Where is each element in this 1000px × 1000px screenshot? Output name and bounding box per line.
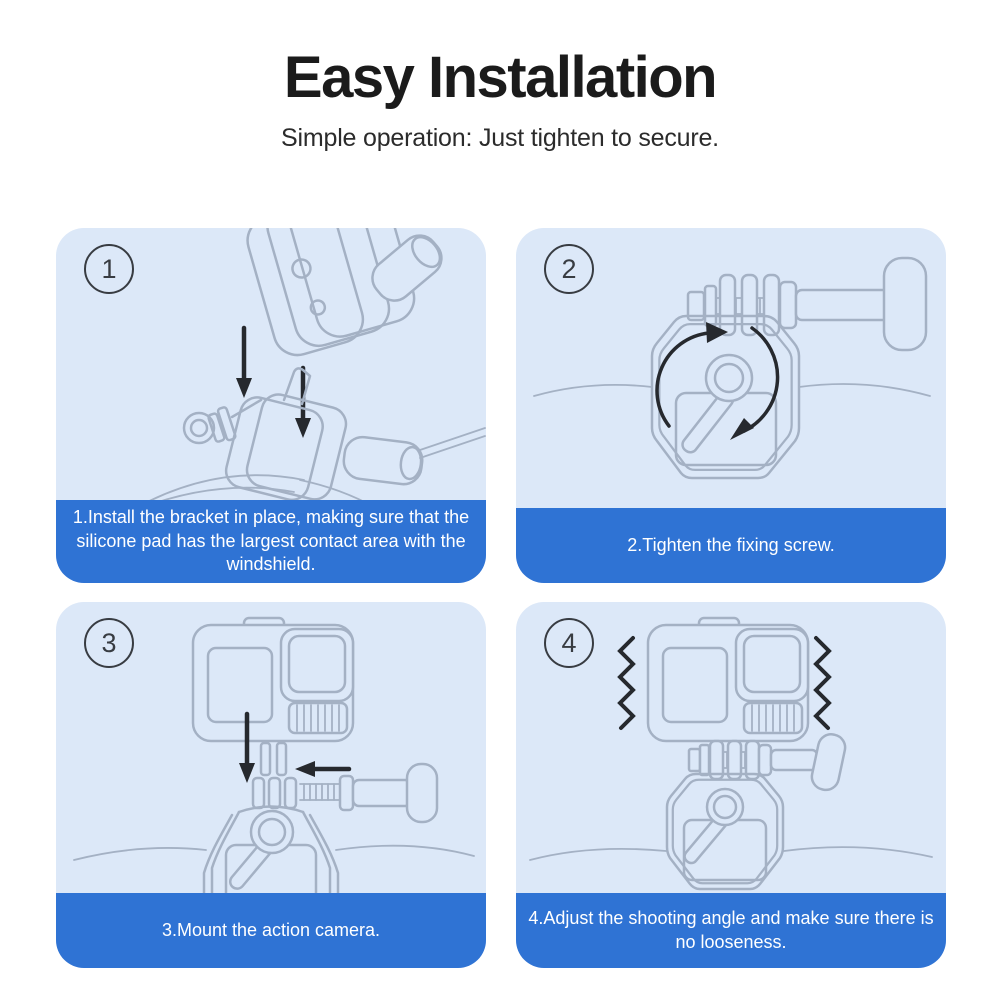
tighten-screw-illustration: [516, 228, 946, 508]
upper-bracket: [246, 228, 443, 357]
tighten-screw-drawing: [533, 256, 931, 480]
vent-grille: [287, 701, 349, 735]
mount-camera-drawing: [73, 616, 475, 893]
rotate-arrow: [655, 322, 728, 428]
bracket-install-drawing: [134, 228, 486, 508]
page-subtitle: Simple operation: Just tighten to secure…: [281, 123, 719, 152]
mount-fins: [251, 776, 298, 810]
step-number-badge: 1: [84, 244, 134, 294]
windshield-curve: [529, 846, 933, 861]
mount-camera-illustration: [56, 602, 486, 893]
step-caption: 1.Install the bracket in place, making s…: [56, 499, 486, 583]
vibration-zigzag: [617, 636, 636, 730]
down-arrow: [236, 325, 252, 398]
adjust-angle-illustration: [516, 602, 946, 893]
windshield-curve: [73, 844, 475, 861]
windshield-curve: [134, 474, 378, 508]
vibration-zigzag: [813, 636, 832, 730]
step-panel-3: 3: [56, 602, 486, 968]
down-arrow: [239, 711, 255, 783]
step-number-badge: 4: [544, 618, 594, 668]
header: Easy Installation Simple operation: Just…: [0, 0, 1000, 153]
clamp-body: [665, 772, 785, 891]
vent-grille: [742, 701, 804, 735]
step-panel-4: 4: [516, 602, 946, 968]
step-panel-2: 2: [516, 228, 946, 583]
step-number-badge: 3: [84, 618, 134, 668]
lower-bracket: [182, 367, 486, 502]
action-camera: [191, 616, 355, 777]
step-caption: 3.Mount the action camera.: [56, 893, 486, 968]
bracket-install-illustration: [56, 228, 486, 508]
step-number-badge: 2: [544, 244, 594, 294]
action-camera: [646, 616, 810, 743]
step-caption: 4.Adjust the shooting angle and make sur…: [516, 893, 946, 968]
page-title: Easy Installation: [283, 45, 718, 110]
step-panel-1: 1: [56, 228, 486, 583]
clamp-mount: [202, 805, 340, 893]
down-arrow: [295, 365, 311, 438]
left-arrow: [295, 761, 352, 777]
windshield-curve: [533, 383, 931, 397]
step-caption: 2.Tighten the fixing screw.: [516, 508, 946, 583]
thumb-screw: [686, 256, 928, 352]
rotate-arrow: [730, 326, 780, 440]
adjust-angle-drawing: [529, 616, 933, 891]
lever: [681, 353, 754, 454]
thumb-screw: [687, 733, 847, 792]
thumb-screw: [299, 762, 439, 824]
steps-grid: 1: [56, 228, 946, 968]
